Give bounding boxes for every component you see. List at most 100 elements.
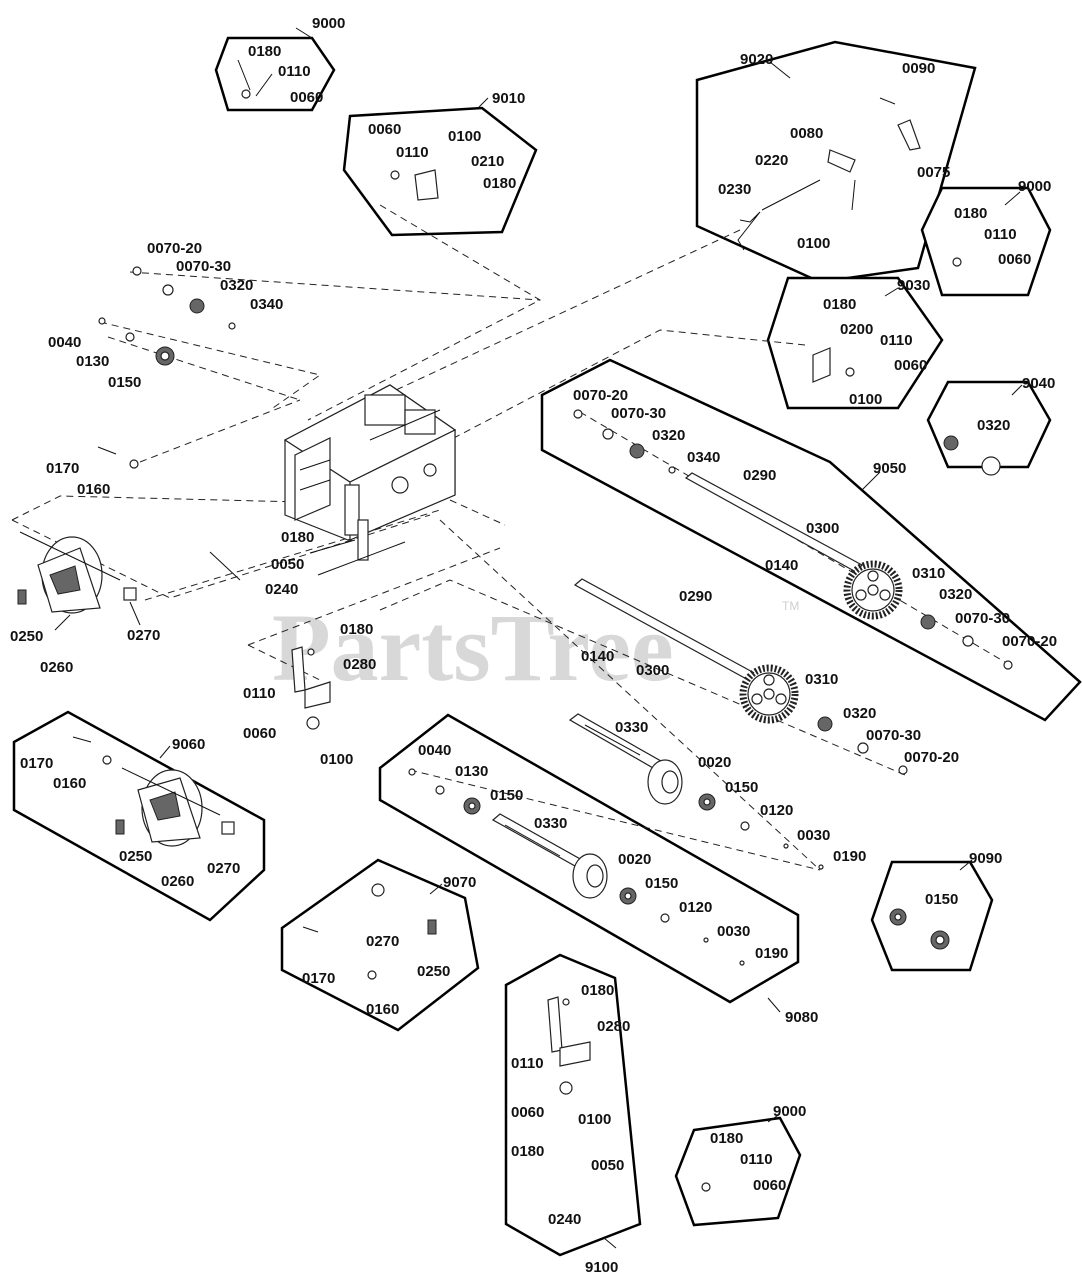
label-0060: 0060: [511, 1104, 544, 1121]
skid-shoe-right: [121, 767, 221, 847]
label-0170: 0170: [46, 460, 79, 477]
label-0330: 0330: [615, 719, 648, 736]
label-0070-20: 0070-20: [1002, 633, 1057, 650]
kit-9010-outline: [342, 106, 538, 237]
label-0100: 0100: [448, 128, 481, 145]
label-0340: 0340: [250, 296, 283, 313]
label-0330: 0330: [534, 815, 567, 832]
label-kit-9030: 9030: [897, 277, 930, 294]
label-kit-9020: 9020: [740, 51, 773, 68]
label-0140: 0140: [581, 648, 614, 665]
label-0100: 0100: [578, 1111, 611, 1128]
label-0110: 0110: [396, 144, 429, 161]
label-0040: 0040: [48, 334, 81, 351]
label-0050: 0050: [591, 1157, 624, 1174]
label-0130: 0130: [76, 353, 109, 370]
skid-shoe-left: [19, 531, 121, 614]
kit-9000-right-outline: [920, 186, 1052, 297]
chute-bracket-upper: [291, 169, 439, 709]
label-kit-9000-right: 9000: [1018, 178, 1051, 195]
label-0130: 0130: [455, 763, 488, 780]
label-0070-30: 0070-30: [955, 610, 1010, 627]
label-0200: 0200: [840, 321, 873, 338]
label-0040: 0040: [418, 742, 451, 759]
springs-and-pins: [17, 97, 896, 935]
washers-and-small-parts: [98, 89, 1013, 1192]
label-0260: 0260: [161, 873, 194, 890]
label-0170: 0170: [20, 755, 53, 772]
label-0100: 0100: [797, 235, 830, 252]
label-0180: 0180: [954, 205, 987, 222]
label-0070-20: 0070-20: [147, 240, 202, 257]
label-0060: 0060: [753, 1177, 786, 1194]
label-kit-9080: 9080: [785, 1009, 818, 1026]
label-0250: 0250: [10, 628, 43, 645]
label-kit-9000-bottom: 9000: [773, 1103, 806, 1120]
drive-shaft-upper: [684, 472, 863, 573]
label-kit-9070: 9070: [443, 874, 476, 891]
hub-lower: [572, 853, 608, 899]
label-0100: 0100: [849, 391, 882, 408]
label-kit-9000-top: 9000: [312, 15, 345, 32]
label-0020: 0020: [618, 851, 651, 868]
kit-9040-outline: [926, 380, 1052, 469]
label-0310: 0310: [805, 671, 838, 688]
label-0170: 0170: [302, 970, 335, 987]
label-0100: 0100: [320, 751, 353, 768]
label-0180: 0180: [581, 982, 614, 999]
label-0090: 0090: [902, 60, 935, 77]
label-0270: 0270: [366, 933, 399, 950]
label-0110: 0110: [511, 1055, 544, 1072]
label-0070-30: 0070-30: [611, 405, 666, 422]
label-0150: 0150: [925, 891, 958, 908]
bearing-parts: [155, 298, 1001, 950]
label-0110: 0110: [740, 1151, 773, 1168]
label-0020: 0020: [698, 754, 731, 771]
label-0030: 0030: [797, 827, 830, 844]
kit-9100-outline: [504, 953, 642, 1257]
label-0270: 0270: [207, 860, 240, 877]
label-0120: 0120: [679, 899, 712, 916]
label-0120: 0120: [760, 802, 793, 819]
label-0150: 0150: [108, 374, 141, 391]
label-kit-9060: 9060: [172, 736, 205, 753]
label-0180: 0180: [340, 621, 373, 638]
label-0190: 0190: [833, 848, 866, 865]
label-0180: 0180: [281, 529, 314, 546]
label-0180: 0180: [823, 296, 856, 313]
label-0160: 0160: [53, 775, 86, 792]
label-0320: 0320: [977, 417, 1010, 434]
chute-bracket-lower: [547, 996, 591, 1067]
label-0250: 0250: [119, 848, 152, 865]
shift-lever-parts: [737, 119, 921, 383]
label-0240: 0240: [265, 581, 298, 598]
large-gear-lower: [739, 664, 799, 724]
label-0180: 0180: [248, 43, 281, 60]
label-0060: 0060: [243, 725, 276, 742]
label-0060: 0060: [368, 121, 401, 138]
label-0180: 0180: [511, 1143, 544, 1160]
kit-9030-outline: [766, 276, 944, 410]
label-0260: 0260: [40, 659, 73, 676]
label-0320: 0320: [220, 277, 253, 294]
label-0310: 0310: [912, 565, 945, 582]
label-0150: 0150: [645, 875, 678, 892]
label-0180: 0180: [483, 175, 516, 192]
label-0070-20: 0070-20: [573, 387, 628, 404]
label-kit-9050: 9050: [873, 460, 906, 477]
label-0300: 0300: [636, 662, 669, 679]
label-0280: 0280: [597, 1018, 630, 1035]
label-0070-30: 0070-30: [866, 727, 921, 744]
label-0160: 0160: [366, 1001, 399, 1018]
label-0080: 0080: [790, 125, 823, 142]
label-kit-9100: 9100: [585, 1259, 618, 1276]
label-0320: 0320: [939, 586, 972, 603]
kit-9000-bottom-outline: [674, 1116, 802, 1227]
label-0110: 0110: [880, 332, 913, 349]
label-0110: 0110: [243, 685, 276, 702]
label-0240: 0240: [548, 1211, 581, 1228]
label-0340: 0340: [687, 449, 720, 466]
label-0250: 0250: [417, 963, 450, 980]
label-0210: 0210: [471, 153, 504, 170]
